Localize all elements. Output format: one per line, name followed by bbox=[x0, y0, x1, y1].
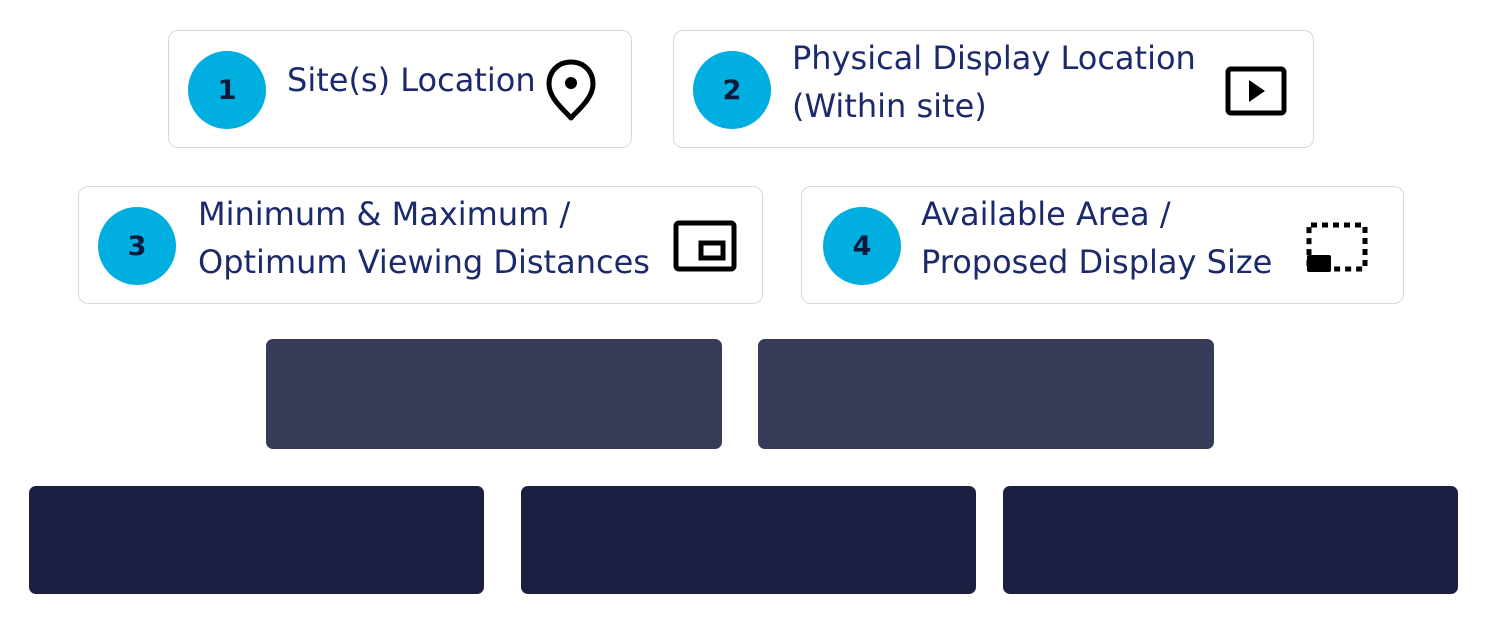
step-label-3-line-2: Optimum Viewing Distances bbox=[198, 243, 650, 281]
play-box-icon bbox=[1225, 66, 1287, 116]
step-label-4: Available Area / Proposed Display Size bbox=[921, 190, 1272, 286]
step-number-badge-1: 1 bbox=[188, 51, 266, 129]
empty-block-row3-right bbox=[1003, 486, 1458, 594]
step-number-badge-2: 2 bbox=[693, 51, 771, 129]
step-number-badge-4: 4 bbox=[823, 207, 901, 285]
step-label-4-line-1: Available Area / bbox=[921, 195, 1171, 233]
step-label-2-line-2: (Within site) bbox=[792, 87, 987, 125]
step-number-badge-3: 3 bbox=[98, 207, 176, 285]
step-card-3: 3 Minimum & Maximum / Optimum Viewing Di… bbox=[78, 186, 763, 304]
step-card-2: 2 Physical Display Location (Within site… bbox=[673, 30, 1314, 148]
step-label-4-line-2: Proposed Display Size bbox=[921, 243, 1273, 281]
step-card-1: 1 Site(s) Location bbox=[168, 30, 632, 148]
step-label-2-line-1: Physical Display Location bbox=[792, 39, 1196, 77]
empty-block-row3-center bbox=[521, 486, 976, 594]
picture-in-picture-icon bbox=[673, 220, 737, 272]
map-pin-icon bbox=[546, 59, 596, 121]
dashed-area-icon bbox=[1306, 222, 1368, 272]
empty-block-row2-right bbox=[758, 339, 1214, 449]
step-label-3-line-1: Minimum & Maximum / bbox=[198, 195, 571, 233]
empty-block-row2-left bbox=[266, 339, 722, 449]
step-label-3: Minimum & Maximum / Optimum Viewing Dist… bbox=[198, 190, 650, 286]
step-label-2: Physical Display Location (Within site) bbox=[792, 34, 1196, 130]
step-label-1-line-1: Site(s) Location bbox=[287, 61, 536, 99]
step-card-4: 4 Available Area / Proposed Display Size bbox=[801, 186, 1404, 304]
empty-block-row3-left bbox=[29, 486, 484, 594]
step-label-1: Site(s) Location bbox=[287, 56, 536, 104]
